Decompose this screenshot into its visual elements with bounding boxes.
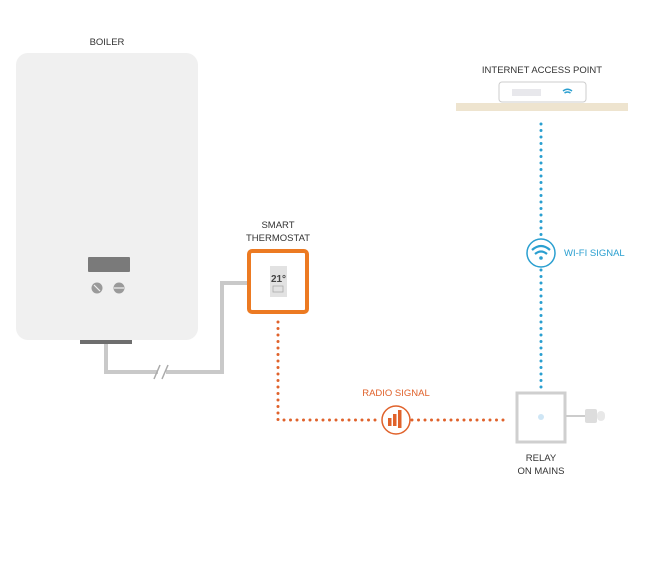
- shelf: [456, 103, 628, 111]
- wifi-icon: [526, 238, 556, 268]
- thermostat-label-line2: THERMOSTAT: [246, 233, 310, 244]
- thermostat-temperature: 21°: [271, 274, 286, 285]
- boiler-wire: [104, 281, 248, 380]
- signal-bars-icon: [381, 405, 411, 435]
- boiler-base: [80, 340, 132, 344]
- boiler-label: BOILER: [90, 37, 125, 48]
- relay-label-line2: ON MAINS: [518, 466, 565, 477]
- radio-signal-label: RADIO SIGNAL: [362, 388, 430, 399]
- access-point-label: INTERNET ACCESS POINT: [482, 65, 602, 76]
- radio-signal-line: [276, 320, 510, 422]
- boiler-display: [88, 257, 130, 272]
- smart-thermostat: 21°: [247, 249, 309, 314]
- router-wifi-icon: [562, 88, 573, 94]
- internet-access-point: [498, 81, 587, 103]
- plug-icon: [566, 409, 605, 423]
- wifi-signal-label: WI-FI SIGNAL: [564, 248, 625, 259]
- boiler: [16, 53, 198, 344]
- relay: [515, 391, 567, 444]
- thermostat-label-line1: SMART: [261, 220, 294, 231]
- relay-label-line1: RELAY: [526, 453, 557, 464]
- boiler-knob: [91, 282, 103, 294]
- boiler-knob: [113, 282, 125, 294]
